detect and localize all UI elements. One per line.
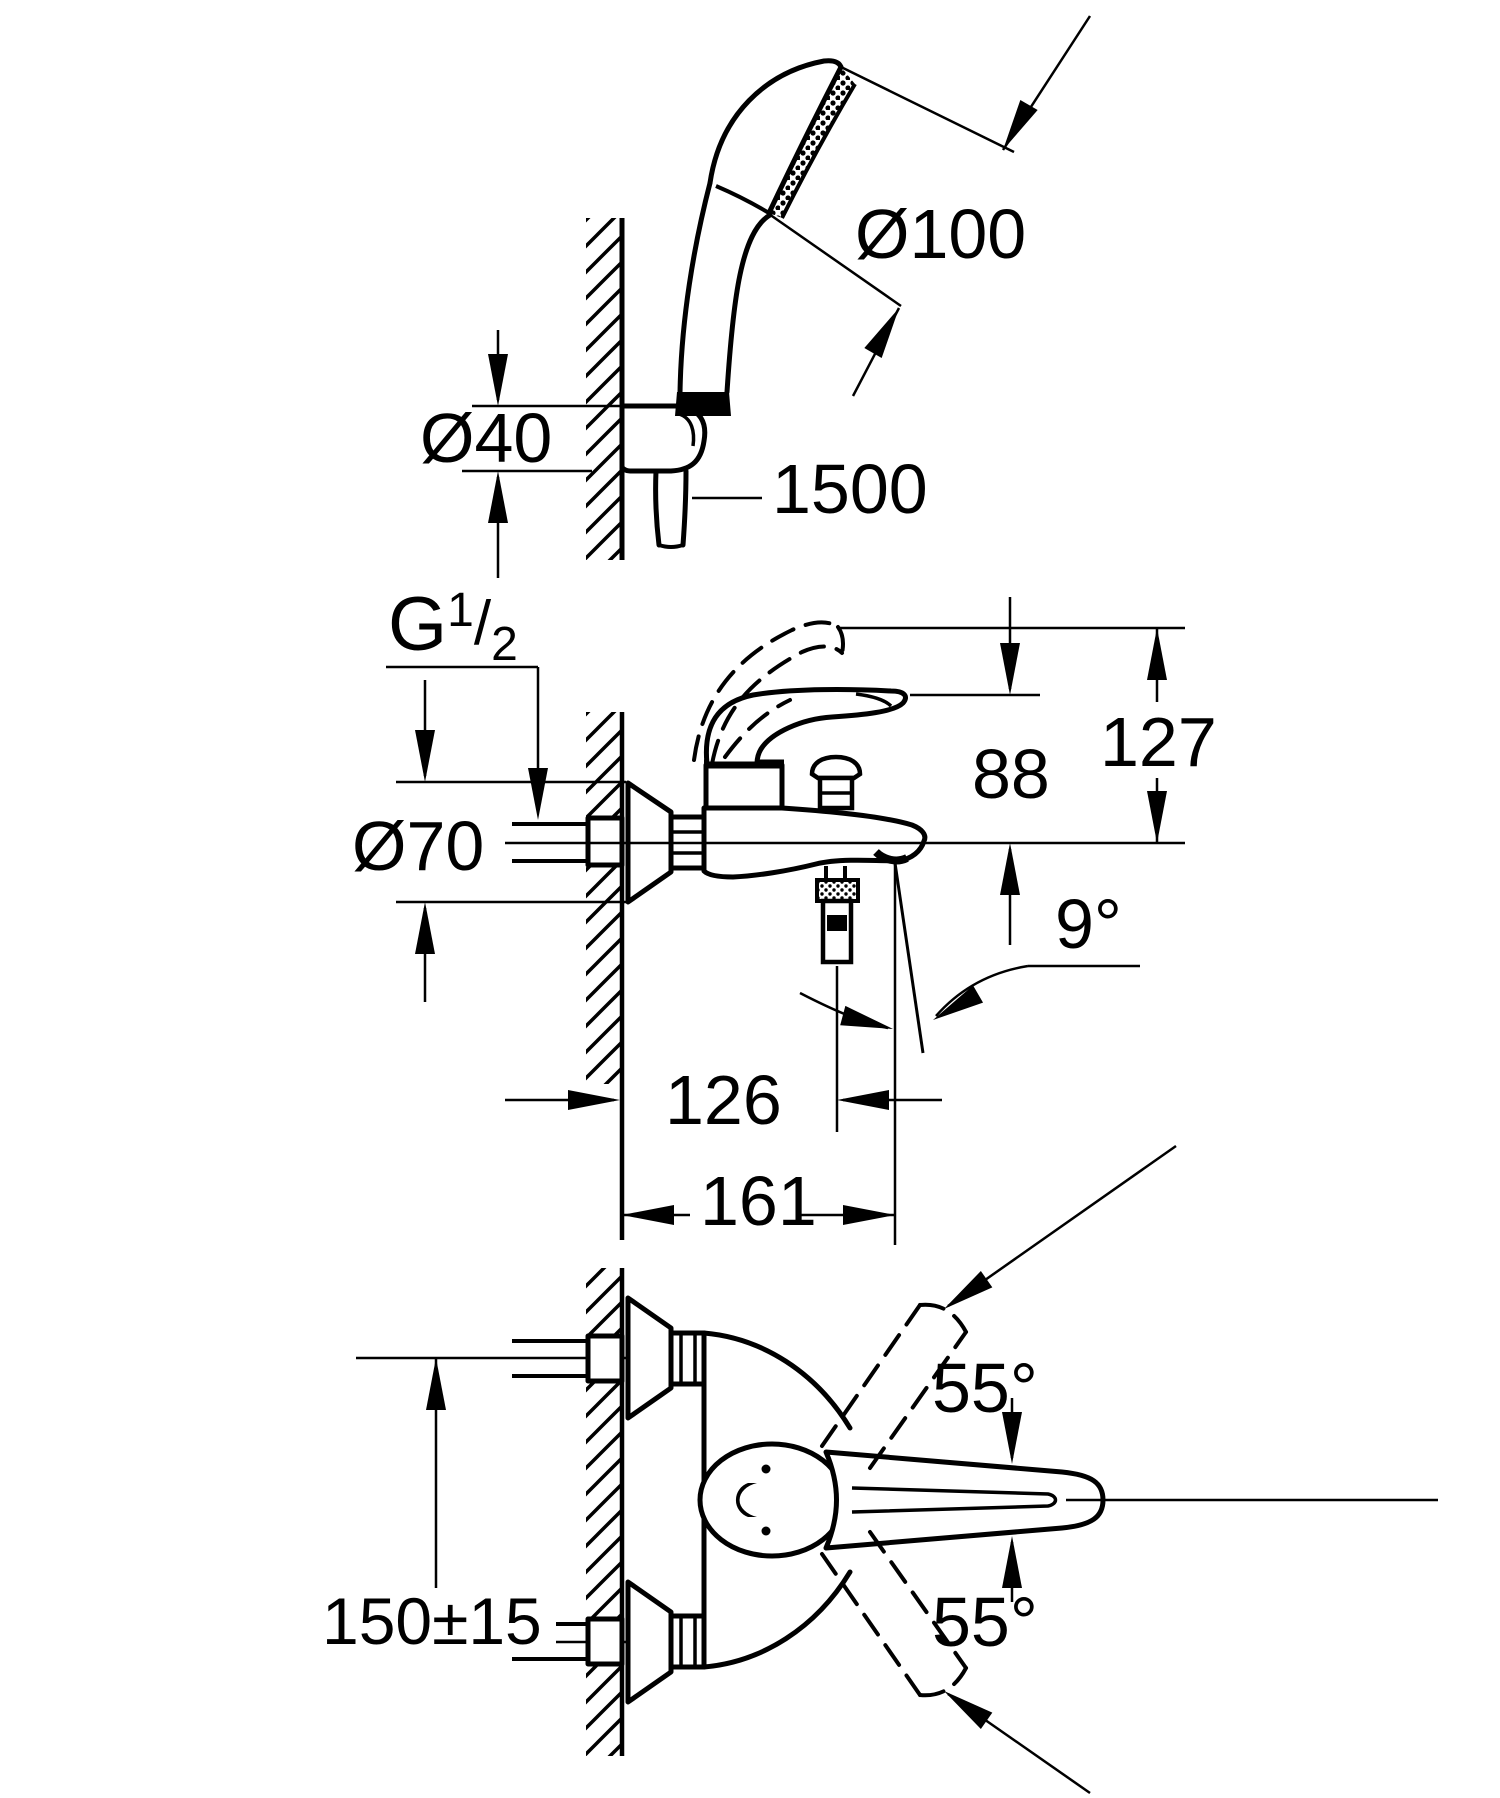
lever-down-dashed: [868, 1530, 968, 1670]
shower-head-back: [707, 58, 844, 186]
union-nut: [668, 1330, 707, 1387]
lever-raised-dashed-outer: [692, 620, 840, 762]
dim-thread-label: G1/2: [388, 582, 518, 671]
hose-left-edge: [653, 468, 662, 548]
dim-open-lever-height: 127: [1100, 703, 1217, 781]
lever-arm-inner: [851, 1486, 1058, 1514]
dim-lever-swing-up: 55°: [932, 1349, 1038, 1427]
lever-down-dashed: [820, 1552, 922, 1697]
lever-raised-dashed-skirt: [723, 698, 792, 759]
union-nut: [668, 1613, 707, 1670]
view-side-elevation: G1/2 Ø70 88 127 9°: [352, 582, 1217, 1245]
dim-outlet-projection: 126: [665, 1061, 782, 1139]
spray-face-nozzles: [769, 67, 855, 218]
escutcheon-cone: [625, 1295, 674, 1421]
supply-nipple: [585, 1333, 625, 1384]
spout-angle-line: [893, 862, 925, 1054]
lever-up-dashed-cap: [918, 1302, 968, 1334]
wall-hatching: [586, 218, 622, 560]
dim-connection-spacing: 150±15: [322, 1584, 542, 1658]
escutcheon-cone: [625, 1579, 674, 1705]
spout-mouth: [873, 848, 909, 865]
lever-cap: [697, 1441, 847, 1559]
dim-escutcheon-diameter: Ø70: [352, 807, 484, 885]
spray-face-inner-edge: [780, 82, 857, 219]
angle-leader-curve: [935, 964, 1029, 1017]
lever-cap-mark: [735, 1483, 757, 1517]
lever-cap-dot: [761, 1464, 771, 1474]
dim-spout-angle: 9°: [1055, 885, 1122, 963]
dim-lever-swing-down: 55°: [932, 1583, 1038, 1661]
dim-hose-length: 1500: [772, 450, 928, 528]
dim-lever-height: 88: [972, 735, 1050, 813]
supply-nipple: [585, 1616, 625, 1667]
hose-right-edge: [680, 468, 689, 548]
thread-sub: 2: [491, 618, 518, 671]
diverter-knob-cap: [809, 754, 863, 781]
view-plan: 55° 55° 150±15: [316, 1144, 1438, 1795]
lever-up-dashed: [820, 1303, 922, 1448]
handle-left-edge: [677, 180, 713, 397]
hose-cut-end: [658, 543, 684, 549]
outlet-thread-cylinder: [820, 898, 854, 965]
thread-slash: /: [474, 589, 492, 658]
lever-cap-dot: [761, 1526, 771, 1536]
thread-sup: 1: [447, 584, 474, 637]
body-bottom-edge: [701, 1569, 853, 1670]
lever-up-dashed: [868, 1330, 968, 1470]
spray-face-outer-edge: [766, 64, 844, 216]
wall-hatching: [586, 712, 622, 1084]
body-top-edge: [701, 1330, 853, 1431]
head-bottom-rim: [715, 184, 771, 215]
dim-spout-projection: 161: [700, 1162, 817, 1240]
lever-down-dashed-cap: [918, 1666, 968, 1698]
thread-g: G: [388, 582, 447, 667]
lever-handle: [703, 687, 908, 767]
handle-right-edge: [724, 212, 773, 395]
lever-tip-detail: [855, 692, 893, 708]
lever-raised-dashed-inner: [710, 644, 844, 766]
outlet-knurled-ring: [815, 878, 860, 903]
dim-holder-diameter: Ø40: [420, 399, 552, 477]
handle-grip-band: [675, 392, 731, 416]
outlet-band: [827, 915, 847, 931]
view-hand-shower: Ø40 Ø100 1500: [420, 15, 1092, 578]
dim150-text-mask: [316, 1588, 556, 1650]
dia100-ext-bottom: [768, 212, 902, 308]
holder-cup-inner: [678, 412, 696, 447]
dia100-ext-top: [840, 65, 1015, 154]
dim-head-diameter: Ø100: [855, 195, 1026, 273]
supply-nipple: [585, 815, 625, 868]
lever-arm: [823, 1449, 1106, 1551]
holder-cup: [619, 403, 708, 474]
